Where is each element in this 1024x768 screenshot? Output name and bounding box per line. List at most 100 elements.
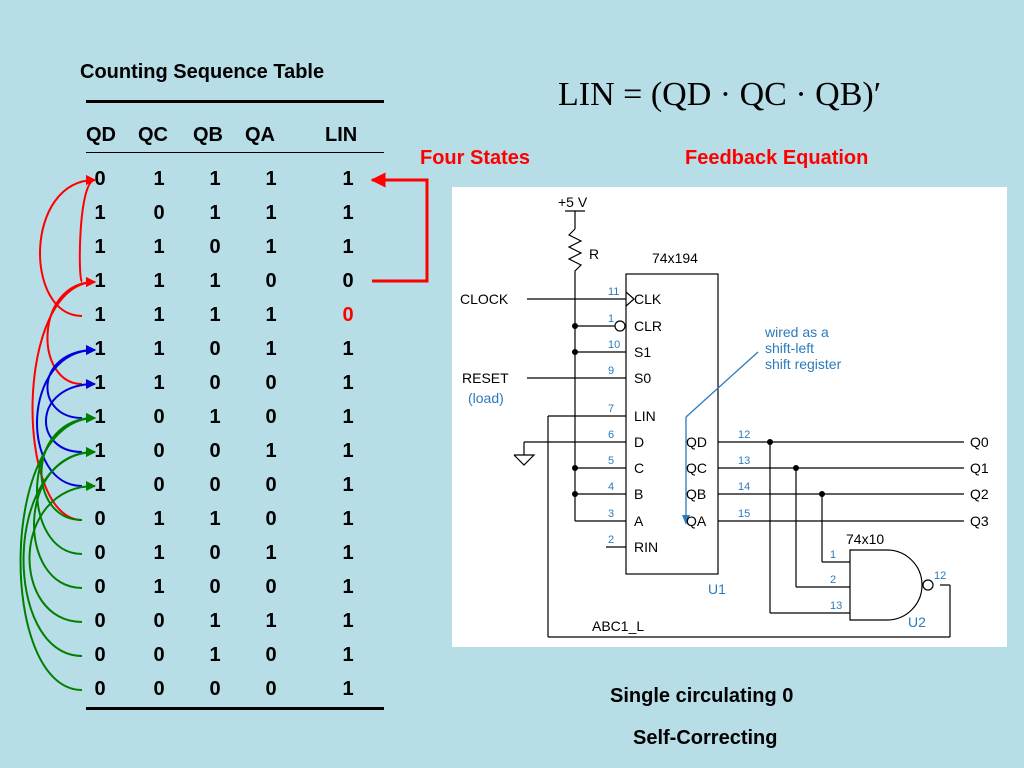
- red-transition-arrow: [31, 277, 96, 521]
- table-cell: 1: [342, 542, 354, 564]
- output-label: Q2: [970, 486, 989, 502]
- column-header-qb: QB: [193, 124, 223, 146]
- table-cell: 1: [94, 304, 106, 326]
- table-cell: 1: [153, 508, 165, 530]
- reset-input-label: RESET: [462, 370, 509, 386]
- output-label: Q3: [970, 513, 989, 529]
- table-cell: 1: [153, 304, 165, 326]
- table-cell: 0: [342, 270, 354, 292]
- table-cell: 1: [94, 202, 106, 224]
- table-cell: 0: [153, 440, 165, 462]
- left-pin-number: 5: [608, 455, 614, 467]
- table-cell: 0: [94, 576, 106, 598]
- table-cell: 1: [342, 508, 354, 530]
- table-cell: 1: [342, 576, 354, 598]
- table-cell: 1: [342, 236, 354, 258]
- self-correcting-label: Self-Correcting: [633, 727, 778, 749]
- right-pin-name: QA: [686, 513, 707, 529]
- table-cell: 0: [209, 338, 221, 360]
- output-label: Q1: [970, 460, 989, 476]
- table-cell: 1: [153, 542, 165, 564]
- feedback-equation-label: Feedback Equation: [685, 147, 869, 169]
- table-header-rule: [86, 152, 384, 153]
- output-label: Q0: [970, 434, 989, 450]
- table-cell: 0: [209, 576, 221, 598]
- table-cell: 1: [265, 168, 277, 190]
- table-cell: 0: [153, 678, 165, 700]
- chip-ref-label: U1: [708, 581, 726, 597]
- table-cell: 0: [209, 372, 221, 394]
- table-cell: 0: [153, 474, 165, 496]
- table-cell: 0: [265, 270, 277, 292]
- table-cell: 1: [153, 372, 165, 394]
- table-cell: 1: [265, 304, 277, 326]
- column-header-lin: LIN: [325, 124, 358, 146]
- left-pin-name: CLR: [634, 318, 662, 334]
- table-cell: 0: [209, 474, 221, 496]
- table-cell: 1: [94, 406, 106, 428]
- left-pin-name: C: [634, 460, 644, 476]
- supply-label: +5 V: [558, 194, 588, 210]
- table-cell: 1: [342, 678, 354, 700]
- note-line-3: shift register: [765, 356, 842, 372]
- table-cell: 0: [265, 508, 277, 530]
- left-pin-number: 1: [608, 313, 614, 325]
- right-pin-number: 14: [738, 481, 750, 493]
- table-cell: 1: [153, 338, 165, 360]
- table-cell: 1: [94, 474, 106, 496]
- feedback-equation: LIN = (QD · QC · QB)′: [558, 76, 882, 113]
- table-cell: 1: [265, 236, 277, 258]
- left-pin-name: LIN: [634, 408, 656, 424]
- gate-input-number: 1: [830, 549, 836, 561]
- table-cell: 0: [153, 202, 165, 224]
- right-pin-number: 15: [738, 508, 750, 520]
- gate-input-number: 13: [830, 600, 842, 612]
- four-states-label: Four States: [420, 147, 531, 169]
- column-header-qd: QD: [86, 124, 116, 146]
- table-cell: 0: [265, 474, 277, 496]
- table-cell: 1: [342, 644, 354, 666]
- green-transition-arrow: [22, 447, 96, 657]
- resistor-symbol: [567, 228, 583, 283]
- table-cell: 0: [153, 644, 165, 666]
- table-cell: 0: [94, 644, 106, 666]
- table-cell: 1: [209, 406, 221, 428]
- column-header-qa: QA: [245, 124, 275, 146]
- table-cell: 1: [265, 542, 277, 564]
- note-line-1: wired as a: [764, 324, 829, 340]
- left-pin-number: 3: [608, 508, 614, 520]
- blue-transition-arrow: [46, 345, 96, 419]
- left-pin-name: S0: [634, 370, 651, 386]
- table-cell: 1: [342, 474, 354, 496]
- right-pin-name: QC: [686, 460, 707, 476]
- table-top-rule: [86, 100, 384, 103]
- note-line-2: shift-left: [765, 340, 814, 356]
- table-cell: 1: [94, 440, 106, 462]
- blue-transition-arrow: [36, 345, 96, 487]
- table-cell: 0: [209, 440, 221, 462]
- left-pin-name: S1: [634, 344, 651, 360]
- left-pin-number: 9: [608, 365, 614, 377]
- red-transition-arrow: [78, 175, 96, 283]
- gate-ref-label: U2: [908, 614, 926, 630]
- left-pin-number: 6: [608, 429, 614, 441]
- left-pin-name: A: [634, 513, 644, 529]
- table-cell: 0: [265, 576, 277, 598]
- table-cell: 0: [209, 236, 221, 258]
- left-pin-name: B: [634, 486, 643, 502]
- column-header-qc: QC: [138, 124, 168, 146]
- table-cell: 1: [94, 270, 106, 292]
- schematic-diagram: +5 V R 74x194 CLOCK RESET 74x10 ABC1_L (…: [460, 194, 989, 638]
- left-pin-number: 2: [608, 534, 614, 546]
- table-cell: 1: [153, 576, 165, 598]
- chip-name-label: 74x194: [652, 250, 698, 266]
- schematic-panel: +5 V R 74x194 CLOCK RESET 74x10 ABC1_L (…: [452, 187, 1007, 647]
- table-cell: 1: [342, 372, 354, 394]
- left-pin-name: CLK: [634, 291, 662, 307]
- red-transition-arrow: [39, 175, 96, 317]
- table-cell: 1: [342, 406, 354, 428]
- gate-input-number: 2: [830, 574, 836, 586]
- left-pin-number: 10: [608, 339, 620, 351]
- table-cell: 1: [94, 372, 106, 394]
- table-cell: 1: [94, 236, 106, 258]
